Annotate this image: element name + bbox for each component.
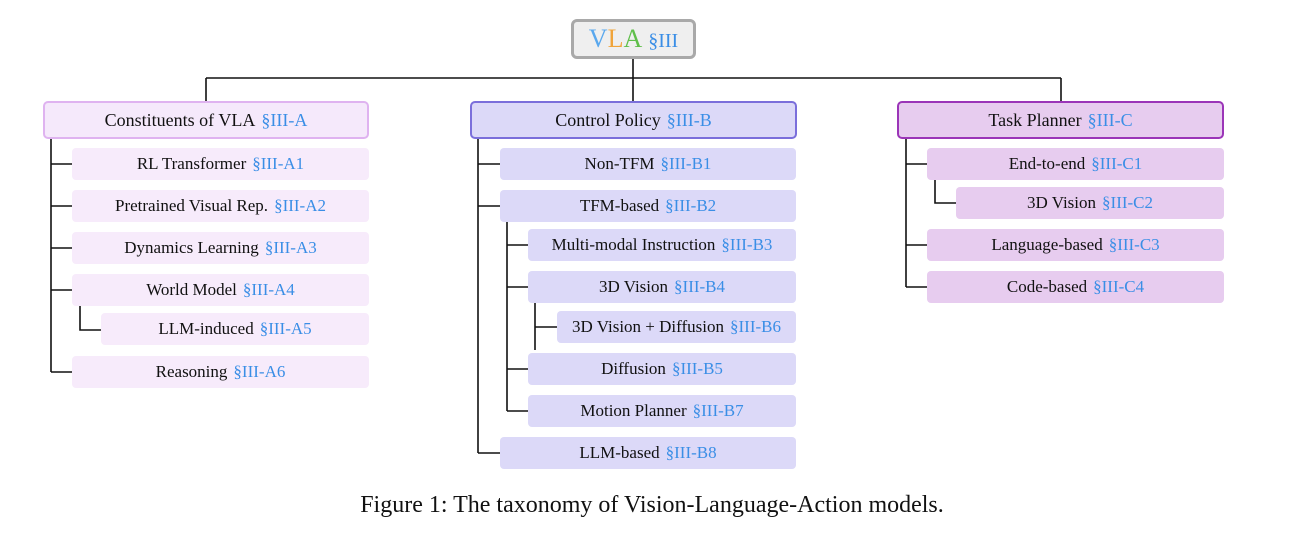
group-ref: §III-C xyxy=(1087,109,1133,130)
leaf-ref: §III-B4 xyxy=(674,277,726,296)
leaf-label: RL Transformer xyxy=(136,154,247,173)
leaf-ref: §III-A5 xyxy=(259,319,312,338)
root-ref: §III xyxy=(648,29,679,52)
leaf-diffusion: Diffusion §III-B5 xyxy=(528,353,796,385)
leaf-dynamics-learning: Dynamics Learning §III-A3 xyxy=(72,232,369,264)
leaf-ref: §III-B5 xyxy=(671,359,723,378)
leaf-label: LLM-induced xyxy=(158,319,254,338)
leaf-ref: §III-C1 xyxy=(1091,154,1143,173)
leaf-rl-transformer: RL Transformer §III-A1 xyxy=(72,148,369,180)
leaf-3d-vision-diffusion: 3D Vision + Diffusion §III-B6 xyxy=(557,311,796,343)
leaf-label: 3D Vision xyxy=(598,277,669,296)
leaf-code-based: Code-based §III-C4 xyxy=(927,271,1224,303)
leaf-world-model: World Model §III-A4 xyxy=(72,274,369,306)
leaf-label: Reasoning xyxy=(155,362,228,381)
leaf-ref: §III-B8 xyxy=(665,443,717,462)
leaf-label: Multi-modal Instruction xyxy=(551,235,716,254)
leaf-ref: §III-A1 xyxy=(252,154,305,173)
leaf-label: Motion Planner xyxy=(580,401,687,420)
leaf-ref: §III-B2 xyxy=(665,196,717,215)
group-ref: §III-B xyxy=(666,109,712,130)
leaf-label: End-to-end xyxy=(1008,154,1086,173)
group-task-planner: Task Planner§III-C xyxy=(897,101,1224,139)
leaf-label: Dynamics Learning xyxy=(124,238,259,257)
leaf-label: 3D Vision xyxy=(1026,193,1097,212)
root-title-v: V xyxy=(588,24,608,53)
leaf-multi-modal-instruction: Multi-modal Instruction §III-B3 xyxy=(528,229,796,261)
group-label: Constituents of VLA xyxy=(104,109,256,130)
leaf-llm-induced: LLM-induced §III-A5 xyxy=(101,313,369,345)
leaf-ref: §III-C4 xyxy=(1093,277,1145,296)
group-label: Task Planner xyxy=(988,109,1082,130)
leaf-label: TFM-based xyxy=(579,196,660,215)
leaf-label: Diffusion xyxy=(601,359,666,378)
leaf-ref: §III-A4 xyxy=(242,280,295,299)
leaf-pretrained-visual-rep: Pretrained Visual Rep. §III-A2 xyxy=(72,190,369,222)
leaf-ref: §III-B1 xyxy=(660,154,712,173)
leaf-label: Pretrained Visual Rep. xyxy=(115,196,269,215)
group-ref: §III-A xyxy=(261,109,308,130)
leaf-ref: §III-A6 xyxy=(233,362,286,381)
leaf-llm-based: LLM-based §III-B8 xyxy=(500,437,796,469)
leaf-label: 3D Vision + Diffusion xyxy=(572,317,724,336)
leaf-ref: §III-C2 xyxy=(1102,193,1154,212)
leaf-ref: §III-C3 xyxy=(1108,235,1160,254)
leaf-ref: §III-A3 xyxy=(264,238,317,257)
leaf-ref: §III-B7 xyxy=(692,401,744,420)
group-constituents-of-vla: Constituents of VLA§III-A xyxy=(43,101,369,139)
leaf-language-based: Language-based §III-C3 xyxy=(927,229,1224,261)
leaf-ref: §III-A2 xyxy=(274,196,326,215)
leaf-ref: §III-B3 xyxy=(721,235,773,254)
leaf-label: Non-TFM xyxy=(584,154,655,173)
leaf-3d-vision-b4: 3D Vision §III-B4 xyxy=(528,271,796,303)
leaf-label: World Model xyxy=(146,280,237,299)
group-label: Control Policy xyxy=(555,109,661,130)
leaf-label: Language-based xyxy=(991,235,1103,254)
group-control-policy: Control Policy§III-B xyxy=(470,101,797,139)
root-title-l: L xyxy=(607,24,624,53)
leaf-end-to-end: End-to-end §III-C1 xyxy=(927,148,1224,180)
leaf-motion-planner: Motion Planner §III-B7 xyxy=(528,395,796,427)
leaf-ref: §III-B6 xyxy=(730,317,781,336)
leaf-3d-vision-c2: 3D Vision §III-C2 xyxy=(956,187,1224,219)
leaf-label: LLM-based xyxy=(579,443,660,462)
leaf-non-tfm: Non-TFM §III-B1 xyxy=(500,148,796,180)
root-title-a: A xyxy=(623,24,643,53)
leaf-label: Code-based xyxy=(1006,277,1088,296)
figure-caption: Figure 1: The taxonomy of Vision-Languag… xyxy=(360,492,944,518)
leaf-tfm-based: TFM-based §III-B2 xyxy=(500,190,796,222)
leaf-reasoning: Reasoning §III-A6 xyxy=(72,356,369,388)
